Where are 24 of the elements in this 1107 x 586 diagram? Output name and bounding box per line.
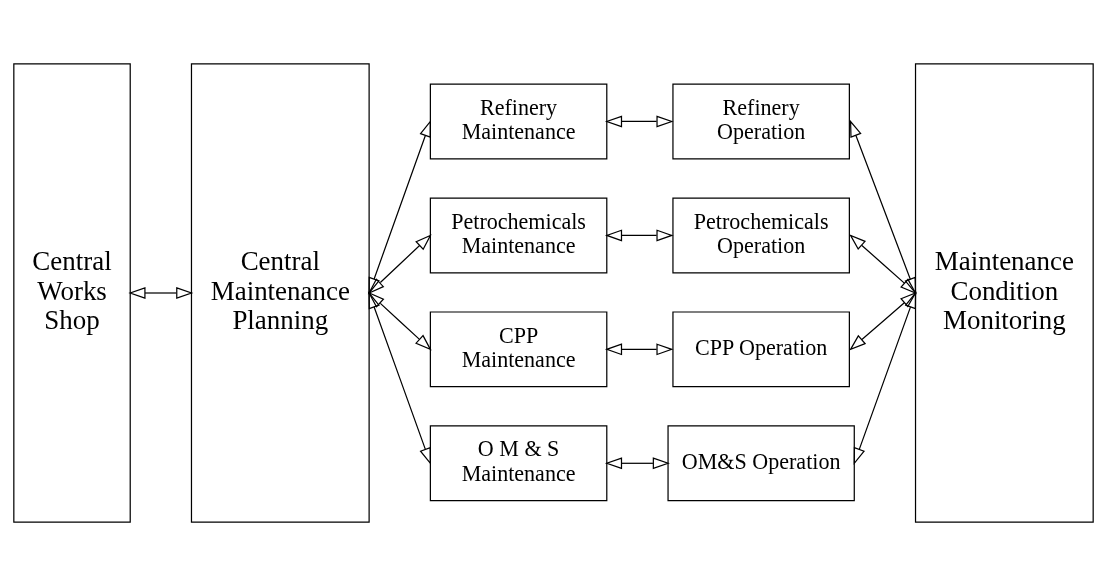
node-box: CPP Operation [672, 311, 850, 388]
node-box: O M & S Maintenance [429, 425, 608, 502]
node-box: OM&S Operation [667, 425, 855, 502]
node-box: Petrochemicals Operation [672, 197, 850, 274]
arrow [367, 234, 432, 295]
arrow [367, 291, 432, 351]
node-box: Refinery Maintenance [429, 83, 608, 160]
arrow [849, 119, 917, 295]
arrow [128, 287, 194, 299]
node-box: Petrochemicals Maintenance [429, 197, 608, 274]
arrow [849, 234, 917, 295]
arrow [368, 291, 431, 466]
node-box: Refinery Operation [672, 83, 850, 160]
arrow [853, 291, 917, 466]
arrow [368, 119, 431, 295]
arrow [604, 457, 670, 470]
arrow [604, 343, 674, 356]
node-box: CPP Maintenance [429, 311, 608, 388]
arrow [604, 115, 674, 128]
node-box: Maintenance Condition Monitoring [914, 63, 1094, 523]
node-box: Central Works Shop [13, 63, 131, 523]
node-box: Central Maintenance Planning [190, 63, 370, 523]
arrow [849, 291, 917, 351]
arrow [604, 229, 674, 242]
